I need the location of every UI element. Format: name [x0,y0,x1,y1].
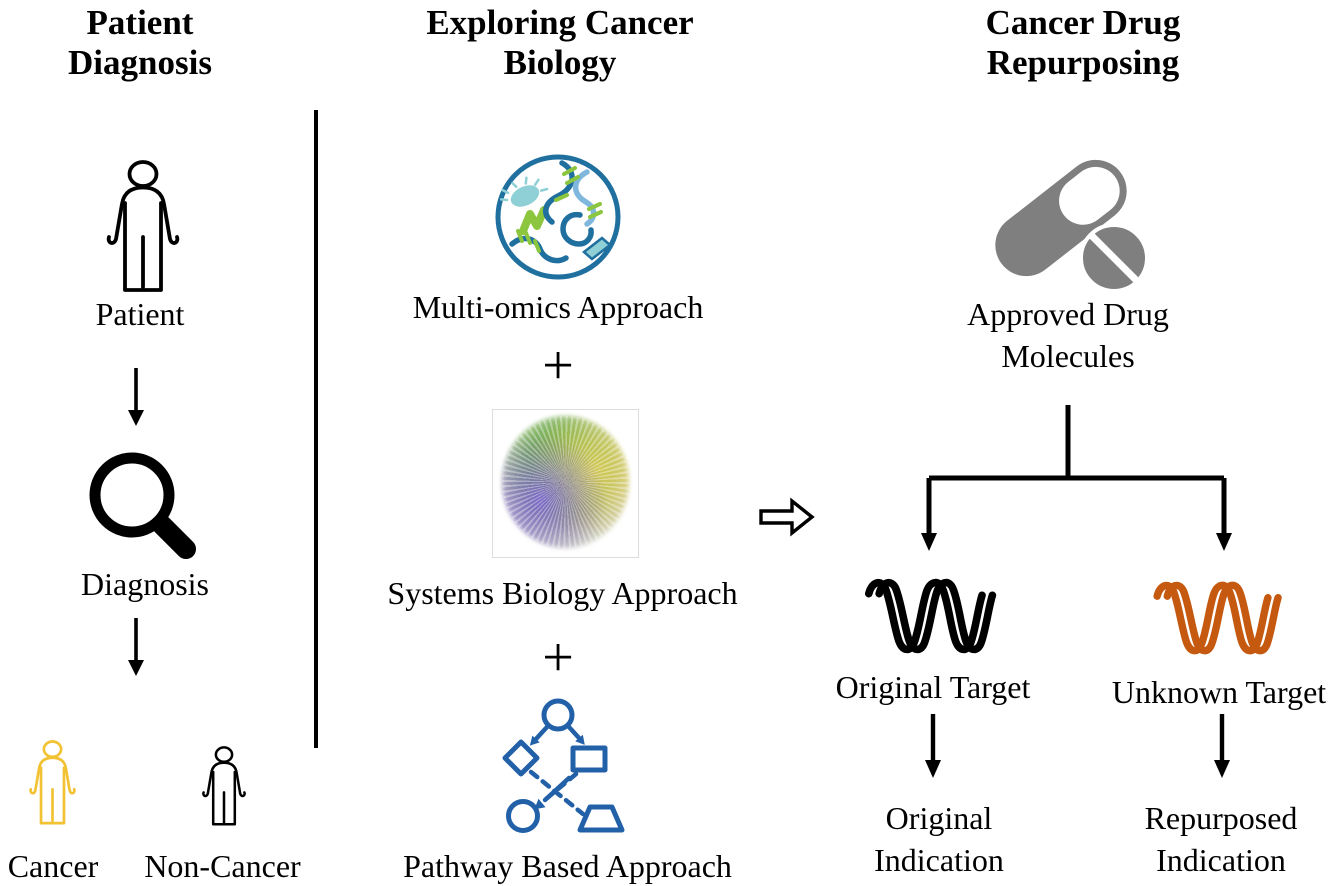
down-arrow-icon [925,714,941,778]
network-speckle-overlay [501,415,630,549]
magnifying-glass-icon [89,452,196,559]
column-divider-line [314,110,318,748]
patient-person-icon [106,160,180,292]
non-cancer-label: Non-Cancer [144,848,301,884]
down-arrow-icon [128,368,144,426]
network-hairball [501,415,630,549]
branch-connector-arrows [921,405,1232,551]
repurposed-indication-label-line2: Indication [1156,842,1286,878]
cancer-person-icon [29,740,76,825]
approved-drug-label-line2: Molecules [1001,338,1135,374]
non-cancer-person-icon [202,746,246,826]
pathway-icon [502,698,625,833]
multi-omics-label: Multi-omics Approach [412,289,704,325]
original-indication-label-line1: Original [885,800,993,836]
approved-drug-label-line1: Approved Drug [967,296,1169,332]
plus-sign: + [542,335,574,397]
flow-right-arrow-icon [759,497,815,537]
unknown-target-label: Unknown Target [1111,674,1327,710]
systems-biology-network-image [492,409,639,558]
column1-title-line2: Diagnosis [68,43,212,82]
drug-pill-icon [995,159,1149,293]
diagnosis-label: Diagnosis [81,566,209,602]
down-arrow-icon [1214,714,1230,778]
plus-sign: + [542,627,574,689]
repurposed-indication-label-line1: Repurposed [1144,800,1298,836]
column2-title-line1: Exploring Cancer [426,3,694,42]
systems-biology-label: Systems Biology Approach [387,575,738,611]
column2-title-line2: Biology [503,43,617,82]
original-target-helix-icon [864,578,997,654]
cancer-label: Cancer [7,848,99,884]
pathway-label: Pathway Based Approach [403,848,732,884]
column3-title-line1: Cancer Drug [985,3,1181,42]
original-indication-label-line2: Indication [874,842,1004,878]
multi-omics-icon [495,154,621,280]
column3-title-line2: Repurposing [986,43,1180,82]
column1-title-line1: Patient [86,3,194,42]
patient-label: Patient [95,296,185,332]
original-target-label: Original Target [835,669,1031,705]
down-arrow-icon [128,618,144,676]
unknown-target-helix-icon [1153,581,1282,655]
